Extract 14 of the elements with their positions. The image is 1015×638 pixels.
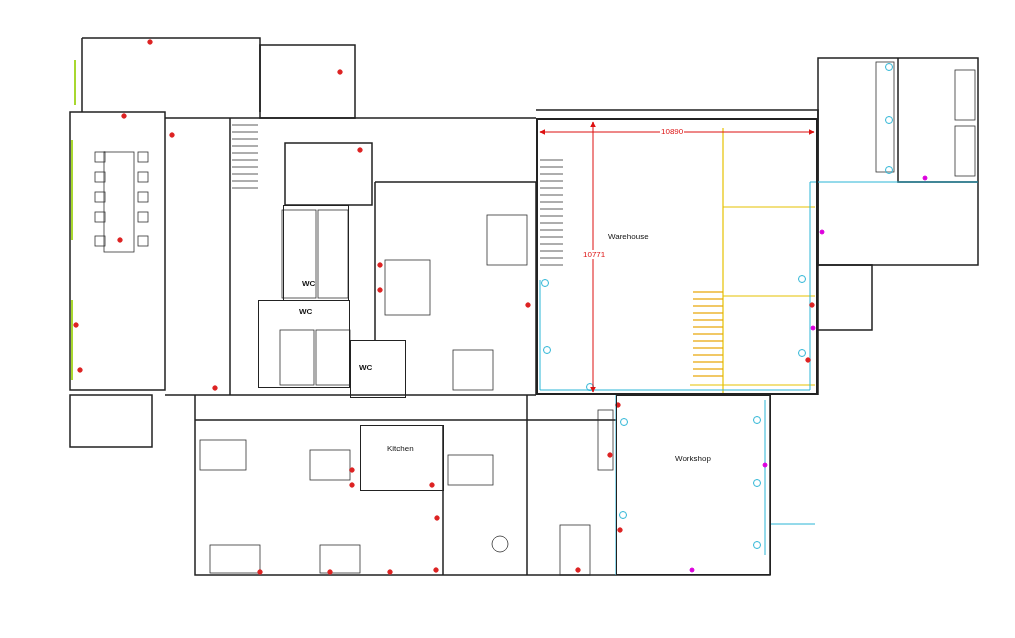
room-label: Kitchen (387, 444, 414, 453)
dimension-label: 10771 (582, 250, 607, 259)
room-outline (350, 340, 406, 398)
dimension-label: 10890 (660, 127, 685, 136)
room-label: WC (302, 279, 316, 288)
room-outline (536, 118, 818, 395)
room-outline (258, 300, 350, 388)
room-outline (360, 425, 444, 491)
room-outline (616, 395, 771, 575)
room-label: WC (359, 363, 373, 372)
room-label: Workshop (675, 454, 711, 463)
room-label: Warehouse (608, 232, 649, 241)
room-outline (283, 205, 349, 301)
room-label: WC (299, 307, 313, 316)
